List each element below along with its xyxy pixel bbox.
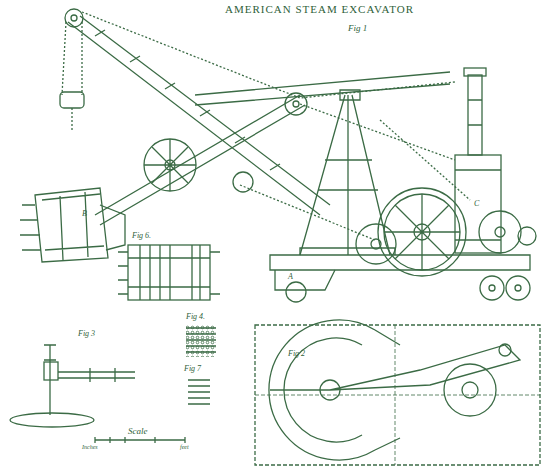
figure-label: C: [474, 200, 479, 208]
drawing-title: AMERICAN STEAM EXCAVATOR: [225, 4, 414, 15]
figure-label: feet: [180, 444, 189, 450]
figure-label: A: [288, 273, 293, 281]
figure-label: Fig 3: [78, 330, 95, 338]
figure-label: Fig 6.: [132, 232, 151, 240]
figure-label: Fig 1: [348, 24, 367, 33]
figure-label: Fig 7: [184, 365, 201, 373]
figure-label: Fig 2: [288, 350, 305, 358]
figure-label: Fig 4.: [186, 313, 205, 321]
figure-label: B: [82, 210, 87, 218]
figure-label: Inches: [82, 444, 98, 450]
figure-label: Scale: [128, 427, 148, 436]
